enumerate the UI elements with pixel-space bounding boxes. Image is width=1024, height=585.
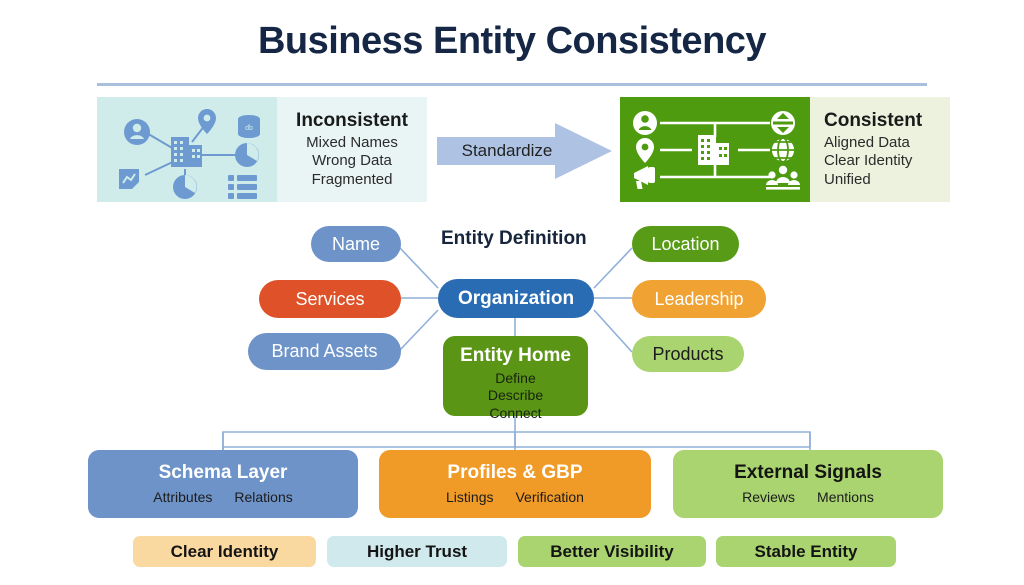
node-name[interactable]: Name (311, 226, 401, 262)
layer-title-schema: Schema Layer (158, 461, 288, 483)
layer-sub-relations: Relations (234, 489, 293, 506)
before-icon-cluster: db (97, 97, 277, 202)
node-leadership[interactable]: Leadership (632, 280, 766, 318)
entity-home-sub-3: Connect (489, 404, 542, 421)
entity-home-sub-1: Define (495, 369, 536, 386)
after-icon-cluster (620, 97, 810, 202)
outcome-chip-clear-identity[interactable]: Clear Identity (133, 536, 316, 567)
comparison-after-panel: Consistent Aligned Data Clear Identity U… (620, 97, 950, 202)
after-heading: Consistent (824, 110, 923, 132)
entity-home-box[interactable]: Entity Home Define Describe Connect (443, 336, 588, 421)
title-divider (97, 83, 927, 86)
node-products[interactable]: Products (632, 336, 744, 372)
layer-box-schema[interactable]: Schema Layer Attributes Relations (88, 450, 358, 518)
before-text-panel: Inconsistent Mixed Names Wrong Data Frag… (277, 97, 427, 202)
entity-home-sub-2: Describe (487, 387, 544, 404)
standardize-label: Standardize (461, 141, 553, 160)
layer-sub-listings: Listings (446, 489, 494, 506)
svg-text:db: db (245, 125, 253, 132)
comparison-before-panel: db (97, 97, 427, 202)
entity-home-title: Entity Home (460, 345, 571, 366)
node-services[interactable]: Services (259, 280, 401, 318)
node-brand-assets[interactable]: Brand Assets (248, 333, 401, 370)
node-organization-hub[interactable]: Organization (438, 279, 594, 318)
before-line-3: Fragmented (311, 170, 393, 188)
after-line-1: Aligned Data (824, 133, 910, 151)
before-heading: Inconsistent (296, 110, 408, 132)
outcome-chip-higher-trust[interactable]: Higher Trust (327, 536, 507, 567)
layer-box-profiles[interactable]: Profiles & GBP Listings Verification (379, 450, 651, 518)
layer-sub-attributes: Attributes (153, 489, 213, 506)
after-text-panel: Consistent Aligned Data Clear Identity U… (810, 97, 950, 202)
layer-title-external: External Signals (734, 461, 882, 483)
layer-sub-mentions: Mentions (817, 489, 874, 506)
standardize-arrow: Standardize (437, 123, 612, 179)
page-title: Business Entity Consistency (257, 20, 767, 62)
outcome-chip-better-visibility[interactable]: Better Visibility (518, 536, 706, 567)
before-line-2: Wrong Data (312, 152, 392, 170)
before-line-1: Mixed Names (306, 133, 398, 151)
layer-box-external[interactable]: External Signals Reviews Mentions (673, 450, 943, 518)
node-location[interactable]: Location (632, 226, 739, 262)
layer-sub-verification: Verification (515, 489, 584, 506)
layer-sub-reviews: Reviews (742, 489, 796, 506)
entity-definition-label: Entity Definition (441, 228, 587, 249)
outcome-chip-stable-entity[interactable]: Stable Entity (716, 536, 896, 567)
after-line-3: Unified (824, 170, 871, 188)
layer-title-profiles: Profiles & GBP (447, 461, 583, 483)
after-line-2: Clear Identity (824, 152, 913, 170)
